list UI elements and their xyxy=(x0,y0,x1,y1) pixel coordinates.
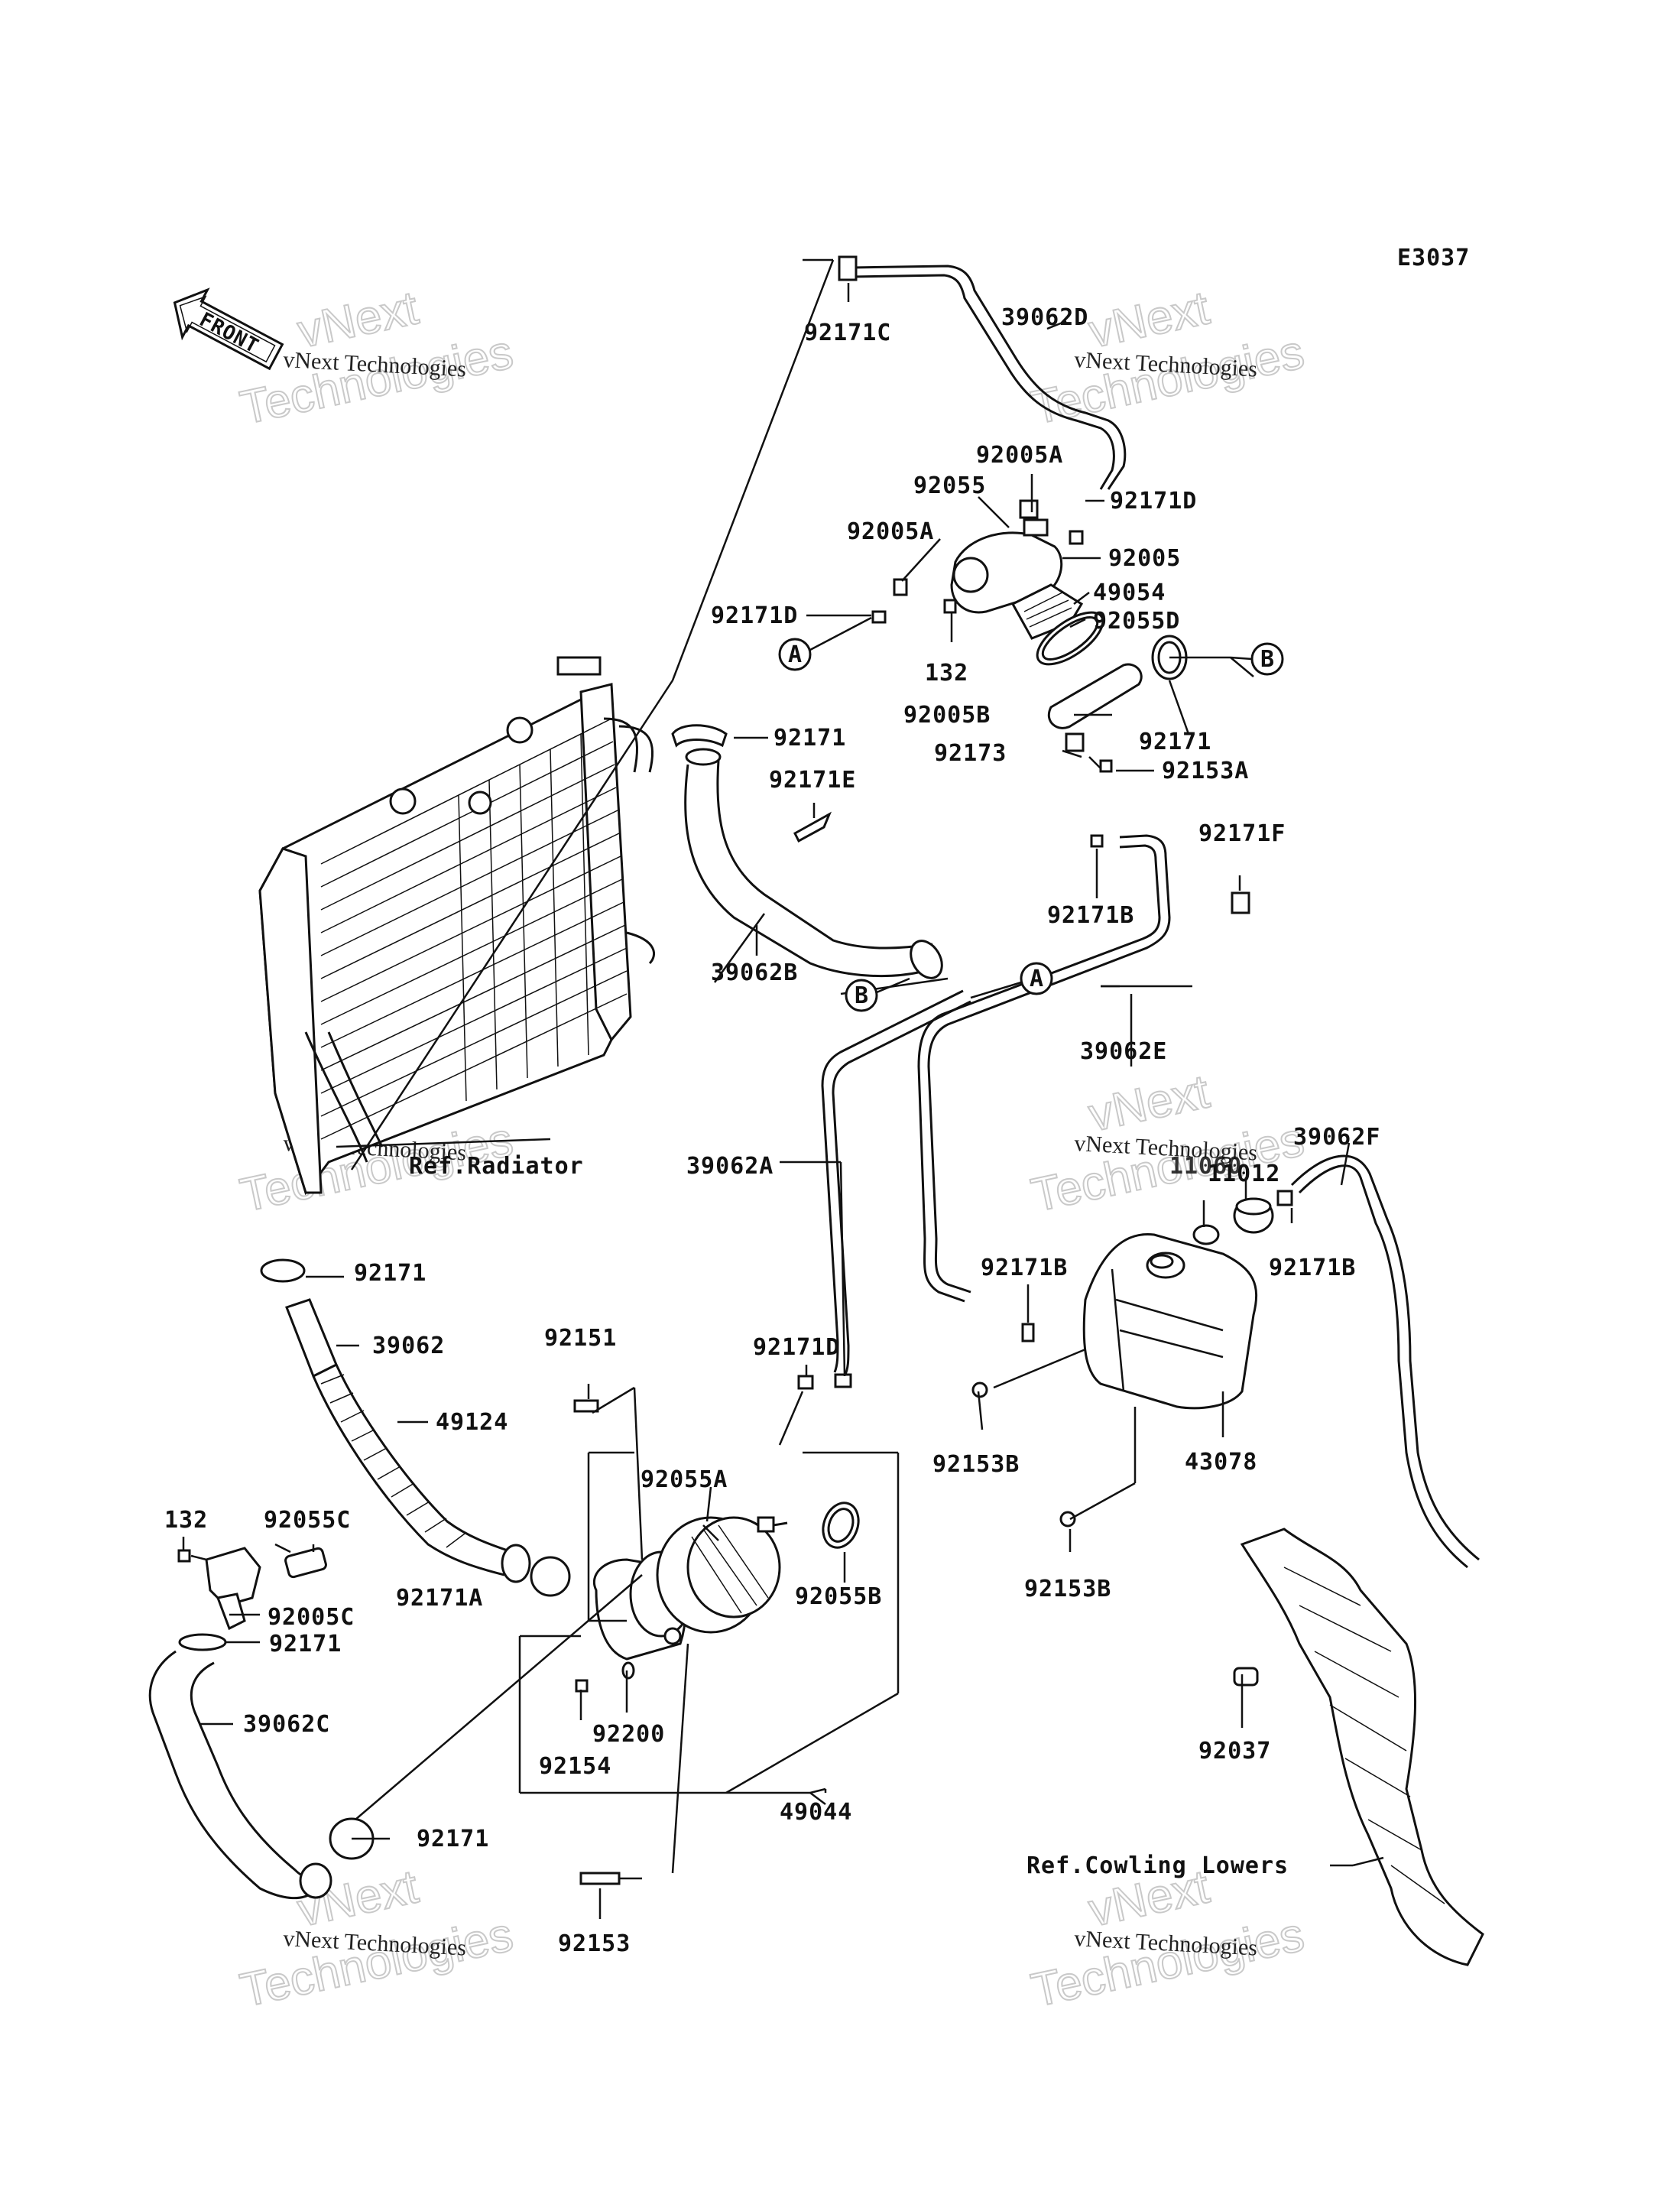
leader-lines xyxy=(182,258,1384,1919)
label-92005C: 92005C xyxy=(268,1604,355,1631)
label-49054: 49054 xyxy=(1093,580,1166,606)
svg-text:vNext: vNext xyxy=(1085,281,1214,358)
label-92153B-bottom: 92153B xyxy=(1024,1576,1111,1602)
hose-39062D xyxy=(838,255,1127,490)
label-92153A: 92153A xyxy=(1162,758,1249,784)
svg-text:Technologies: Technologies xyxy=(236,1908,517,2018)
clip-92171E xyxy=(793,811,832,843)
label-39062C: 39062C xyxy=(243,1711,330,1738)
label-92171A: 92171A xyxy=(396,1585,483,1612)
label-92055D: 92055D xyxy=(1093,608,1180,635)
label-92171-bottom: 92171 xyxy=(417,1826,489,1852)
reservoir-tank xyxy=(971,1190,1293,1528)
label-92171B-top: 92171B xyxy=(1047,902,1134,929)
label-92171D-top: 92171D xyxy=(1110,488,1197,515)
hose-49124 xyxy=(260,1258,571,1597)
label-92171-mid: 92171 xyxy=(354,1260,426,1287)
cowling-lowers xyxy=(1233,1528,1484,1966)
label-92171D-bottom: 92171D xyxy=(753,1334,840,1361)
svg-text:vNext: vNext xyxy=(1085,1065,1214,1141)
svg-text:Technologies: Technologies xyxy=(1027,1908,1309,2018)
hose-39062F xyxy=(1290,1154,1480,1569)
svg-text:B: B xyxy=(1260,646,1275,673)
label-92055B: 92055B xyxy=(795,1583,882,1610)
label-92153B-top: 92153B xyxy=(932,1451,1020,1478)
cap-gasket-11060 xyxy=(1192,1224,1220,1245)
hose-39062E xyxy=(917,834,1171,1303)
label-92171-lower: 92171 xyxy=(269,1631,342,1657)
callout-b-bottom: B xyxy=(845,977,910,1012)
label-92005A-top: 92005A xyxy=(976,442,1063,469)
label-92005A-left: 92005A xyxy=(847,518,934,545)
label-92153: 92153 xyxy=(558,1930,631,1957)
label-43078: 43078 xyxy=(1185,1449,1257,1476)
label-39062: 39062 xyxy=(372,1333,445,1359)
label-92005: 92005 xyxy=(1108,545,1181,572)
label-39062F: 39062F xyxy=(1293,1124,1380,1151)
label-11012: 11012 xyxy=(1208,1161,1280,1187)
label-92171C: 92171C xyxy=(804,320,891,346)
label-39062A: 39062A xyxy=(686,1153,774,1180)
lower-left-fittings xyxy=(148,1547,375,1900)
diagram-code: E3037 xyxy=(1397,245,1470,271)
clip-92171F xyxy=(1231,891,1250,914)
callout-a-top: A xyxy=(778,616,872,671)
part-labels: 92171C 39062D 92005A 92055 92171D 92005A… xyxy=(164,304,1380,1957)
svg-text:B: B xyxy=(855,982,869,1009)
label-92055: 92055 xyxy=(913,472,986,499)
label-39062E: 39062E xyxy=(1080,1038,1167,1065)
label-39062B: 39062B xyxy=(711,959,798,986)
label-92037: 92037 xyxy=(1198,1738,1271,1765)
label-92173: 92173 xyxy=(934,740,1007,767)
label-ref-radiator: Ref.Radiator xyxy=(409,1153,584,1180)
label-132-top: 132 xyxy=(925,660,968,687)
label-92055A: 92055A xyxy=(641,1466,728,1493)
watermark-bottom-right: vNext Technologies vNext Technologies xyxy=(1026,1859,1309,2018)
watermark-mid-right: vNext Technologies vNext Technologies xyxy=(1026,1064,1309,1222)
clip-92171B-top xyxy=(1090,834,1104,848)
front-arrow-icon: FRONT xyxy=(173,287,284,371)
hose-39062A xyxy=(821,989,971,1388)
label-92171B-mid: 92171B xyxy=(981,1255,1068,1281)
callout-b-top: B xyxy=(1230,642,1284,676)
label-92171F: 92171F xyxy=(1198,820,1286,847)
svg-text:A: A xyxy=(1030,966,1044,992)
watermark-bottom-left: vNext Technologies vNext Technologies xyxy=(235,1859,518,2018)
svg-text:vNext: vNext xyxy=(294,281,423,358)
label-92055C: 92055C xyxy=(264,1507,351,1534)
label-92154: 92154 xyxy=(539,1753,611,1780)
label-92200: 92200 xyxy=(592,1721,665,1748)
label-92171D-left: 92171D xyxy=(711,602,798,629)
label-39062D: 39062D xyxy=(1001,304,1088,331)
label-92171E: 92171E xyxy=(769,767,856,794)
watermark-top-left: vNext Technologies vNext Technologies xyxy=(235,281,518,435)
label-49044: 49044 xyxy=(780,1799,852,1826)
label-49124: 49124 xyxy=(436,1409,508,1436)
hose-39062B xyxy=(671,724,943,979)
label-132-bottom: 132 xyxy=(164,1507,208,1534)
label-ref-cowling: Ref.Cowling Lowers xyxy=(1026,1852,1289,1879)
callout-a-bottom: A xyxy=(970,962,1053,999)
label-11060: 11060 xyxy=(1169,1153,1242,1180)
label-92005B: 92005B xyxy=(903,702,991,729)
svg-text:A: A xyxy=(788,641,803,668)
water-pump xyxy=(573,1375,860,1885)
label-92171B-right: 92171B xyxy=(1269,1255,1356,1281)
label-92171-right: 92171 xyxy=(1139,729,1211,755)
label-92151: 92151 xyxy=(544,1325,617,1352)
label-92171-top: 92171 xyxy=(774,725,846,752)
radiator-part xyxy=(258,656,656,1196)
